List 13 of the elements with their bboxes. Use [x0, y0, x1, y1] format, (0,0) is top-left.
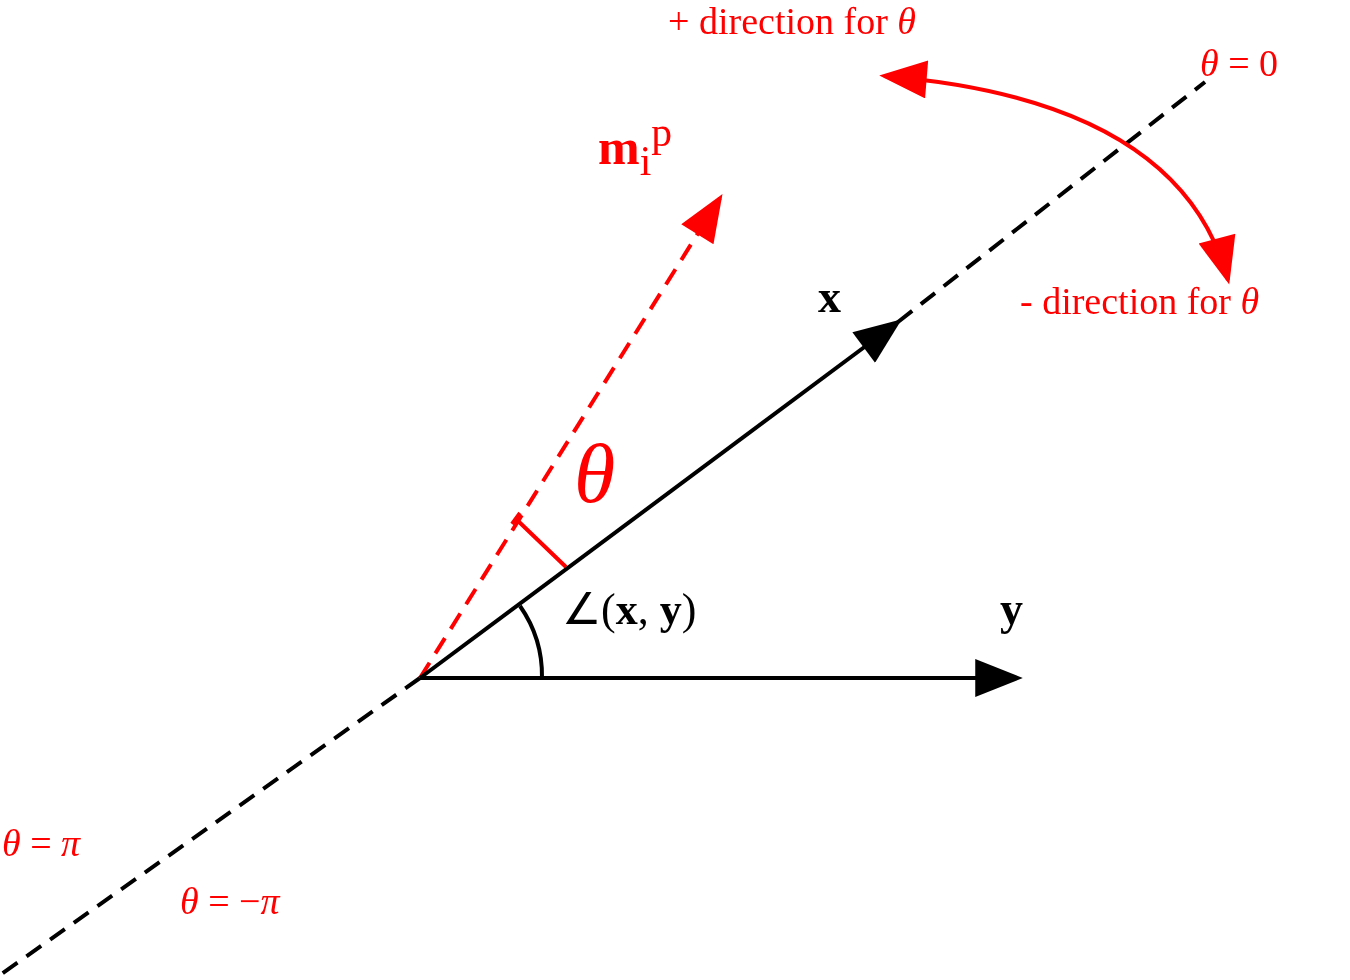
vector-label: y [1000, 586, 1023, 632]
angle-value-label: θ = 0 [1200, 44, 1279, 82]
arrow [418, 319, 902, 680]
angle-symbol: θ [574, 432, 616, 516]
direction-label: - direction for θ [1020, 282, 1260, 320]
angle-value-label: θ = −π [180, 882, 280, 920]
arrow [418, 193, 723, 680]
direction-label: + direction for θ [668, 2, 916, 40]
arrow [420, 659, 1023, 697]
arrow [879, 61, 1233, 285]
angle-label: ∠(x, y) [562, 588, 697, 632]
vector-label: x [818, 274, 841, 320]
angle-value-label: θ = π [2, 824, 81, 862]
